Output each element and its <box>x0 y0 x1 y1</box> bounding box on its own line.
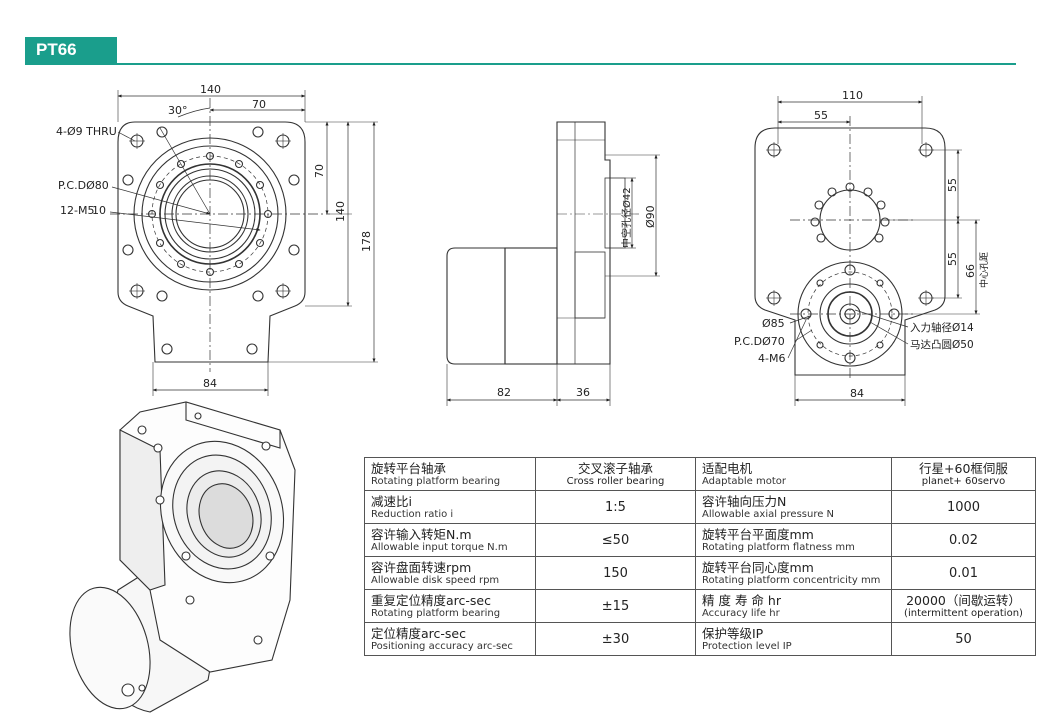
spec-value: 0.02 <box>891 523 1036 557</box>
dim-36: 36 <box>576 386 590 399</box>
input-shaft-label: 入力轴径Ø14 <box>910 321 974 334</box>
spec-value: 150 <box>535 556 696 590</box>
pcd-label: P.C.DØ80 <box>58 179 109 192</box>
dim-84-front: 84 <box>203 377 217 390</box>
dim-10: 10 <box>92 204 106 217</box>
pcd70-label: P.C.DØ70 <box>734 335 785 348</box>
holes-label: 4-Ø9 THRU <box>56 125 117 138</box>
d85-label: Ø85 <box>762 317 785 330</box>
spec-value: 1:5 <box>535 490 696 524</box>
spec-value: ±30 <box>535 622 696 656</box>
model-title-tab: PT66 <box>25 37 117 63</box>
spec-value: 50 <box>891 622 1036 656</box>
header-rule <box>25 63 1016 65</box>
isometric-view <box>69 401 296 713</box>
dim-84-rear: 84 <box>850 387 864 400</box>
dim-55-top: 55 <box>814 109 828 122</box>
dim-90: Ø90 <box>644 205 657 228</box>
spec-value: 20000（间歇运转）(intermittent operation) <box>891 589 1036 623</box>
dim-110: 110 <box>842 89 863 102</box>
motor-boss-label: 马达凸圆Ø50 <box>910 339 974 351</box>
center-distance-label: 中心孔距 <box>978 252 990 288</box>
table-row: 定位精度arc-sec Positioning accuracy arc-sec… <box>364 622 1036 656</box>
m6-label: 4-M6 <box>758 352 785 365</box>
spec-value: 0.01 <box>891 556 1036 590</box>
dim-55-r2: 55 <box>946 252 959 266</box>
spec-value: ≤50 <box>535 523 696 557</box>
dim-66: 66 <box>964 264 977 278</box>
spec-label: 定位精度arc-sec Positioning accuracy arc-sec <box>364 622 536 656</box>
rear-view-labels: 110 55 55 55 66 中心孔距 Ø85 P.C.DØ70 4-M6 入… <box>734 89 990 400</box>
bore-label: 中空孔径Ø42 <box>620 187 633 248</box>
pcd-holes <box>147 151 273 277</box>
dim-v140: 140 <box>334 201 347 222</box>
rear-view <box>754 96 980 406</box>
dim-v70: 70 <box>313 164 326 178</box>
spec-value: ±15 <box>535 589 696 623</box>
spec-value: 1000 <box>891 490 1036 524</box>
front-view-labels: 140 70 30° 4-Ø9 THRU P.C.DØ80 12-M5 10 7… <box>56 83 373 390</box>
side-view <box>446 121 660 406</box>
dim-140: 140 <box>200 83 221 96</box>
tapped-label: 12-M5 <box>60 204 94 217</box>
dim-70: 70 <box>252 98 266 111</box>
angle-30: 30° <box>168 104 188 117</box>
side-view-labels: 82 36 中空孔径Ø42 Ø90 <box>497 187 657 399</box>
dim-55-r1: 55 <box>946 178 959 192</box>
model-title: PT66 <box>36 40 77 59</box>
mount-holes <box>122 126 300 355</box>
dim-82: 82 <box>497 386 511 399</box>
dim-v178: 178 <box>360 231 373 252</box>
front-view <box>109 90 378 396</box>
